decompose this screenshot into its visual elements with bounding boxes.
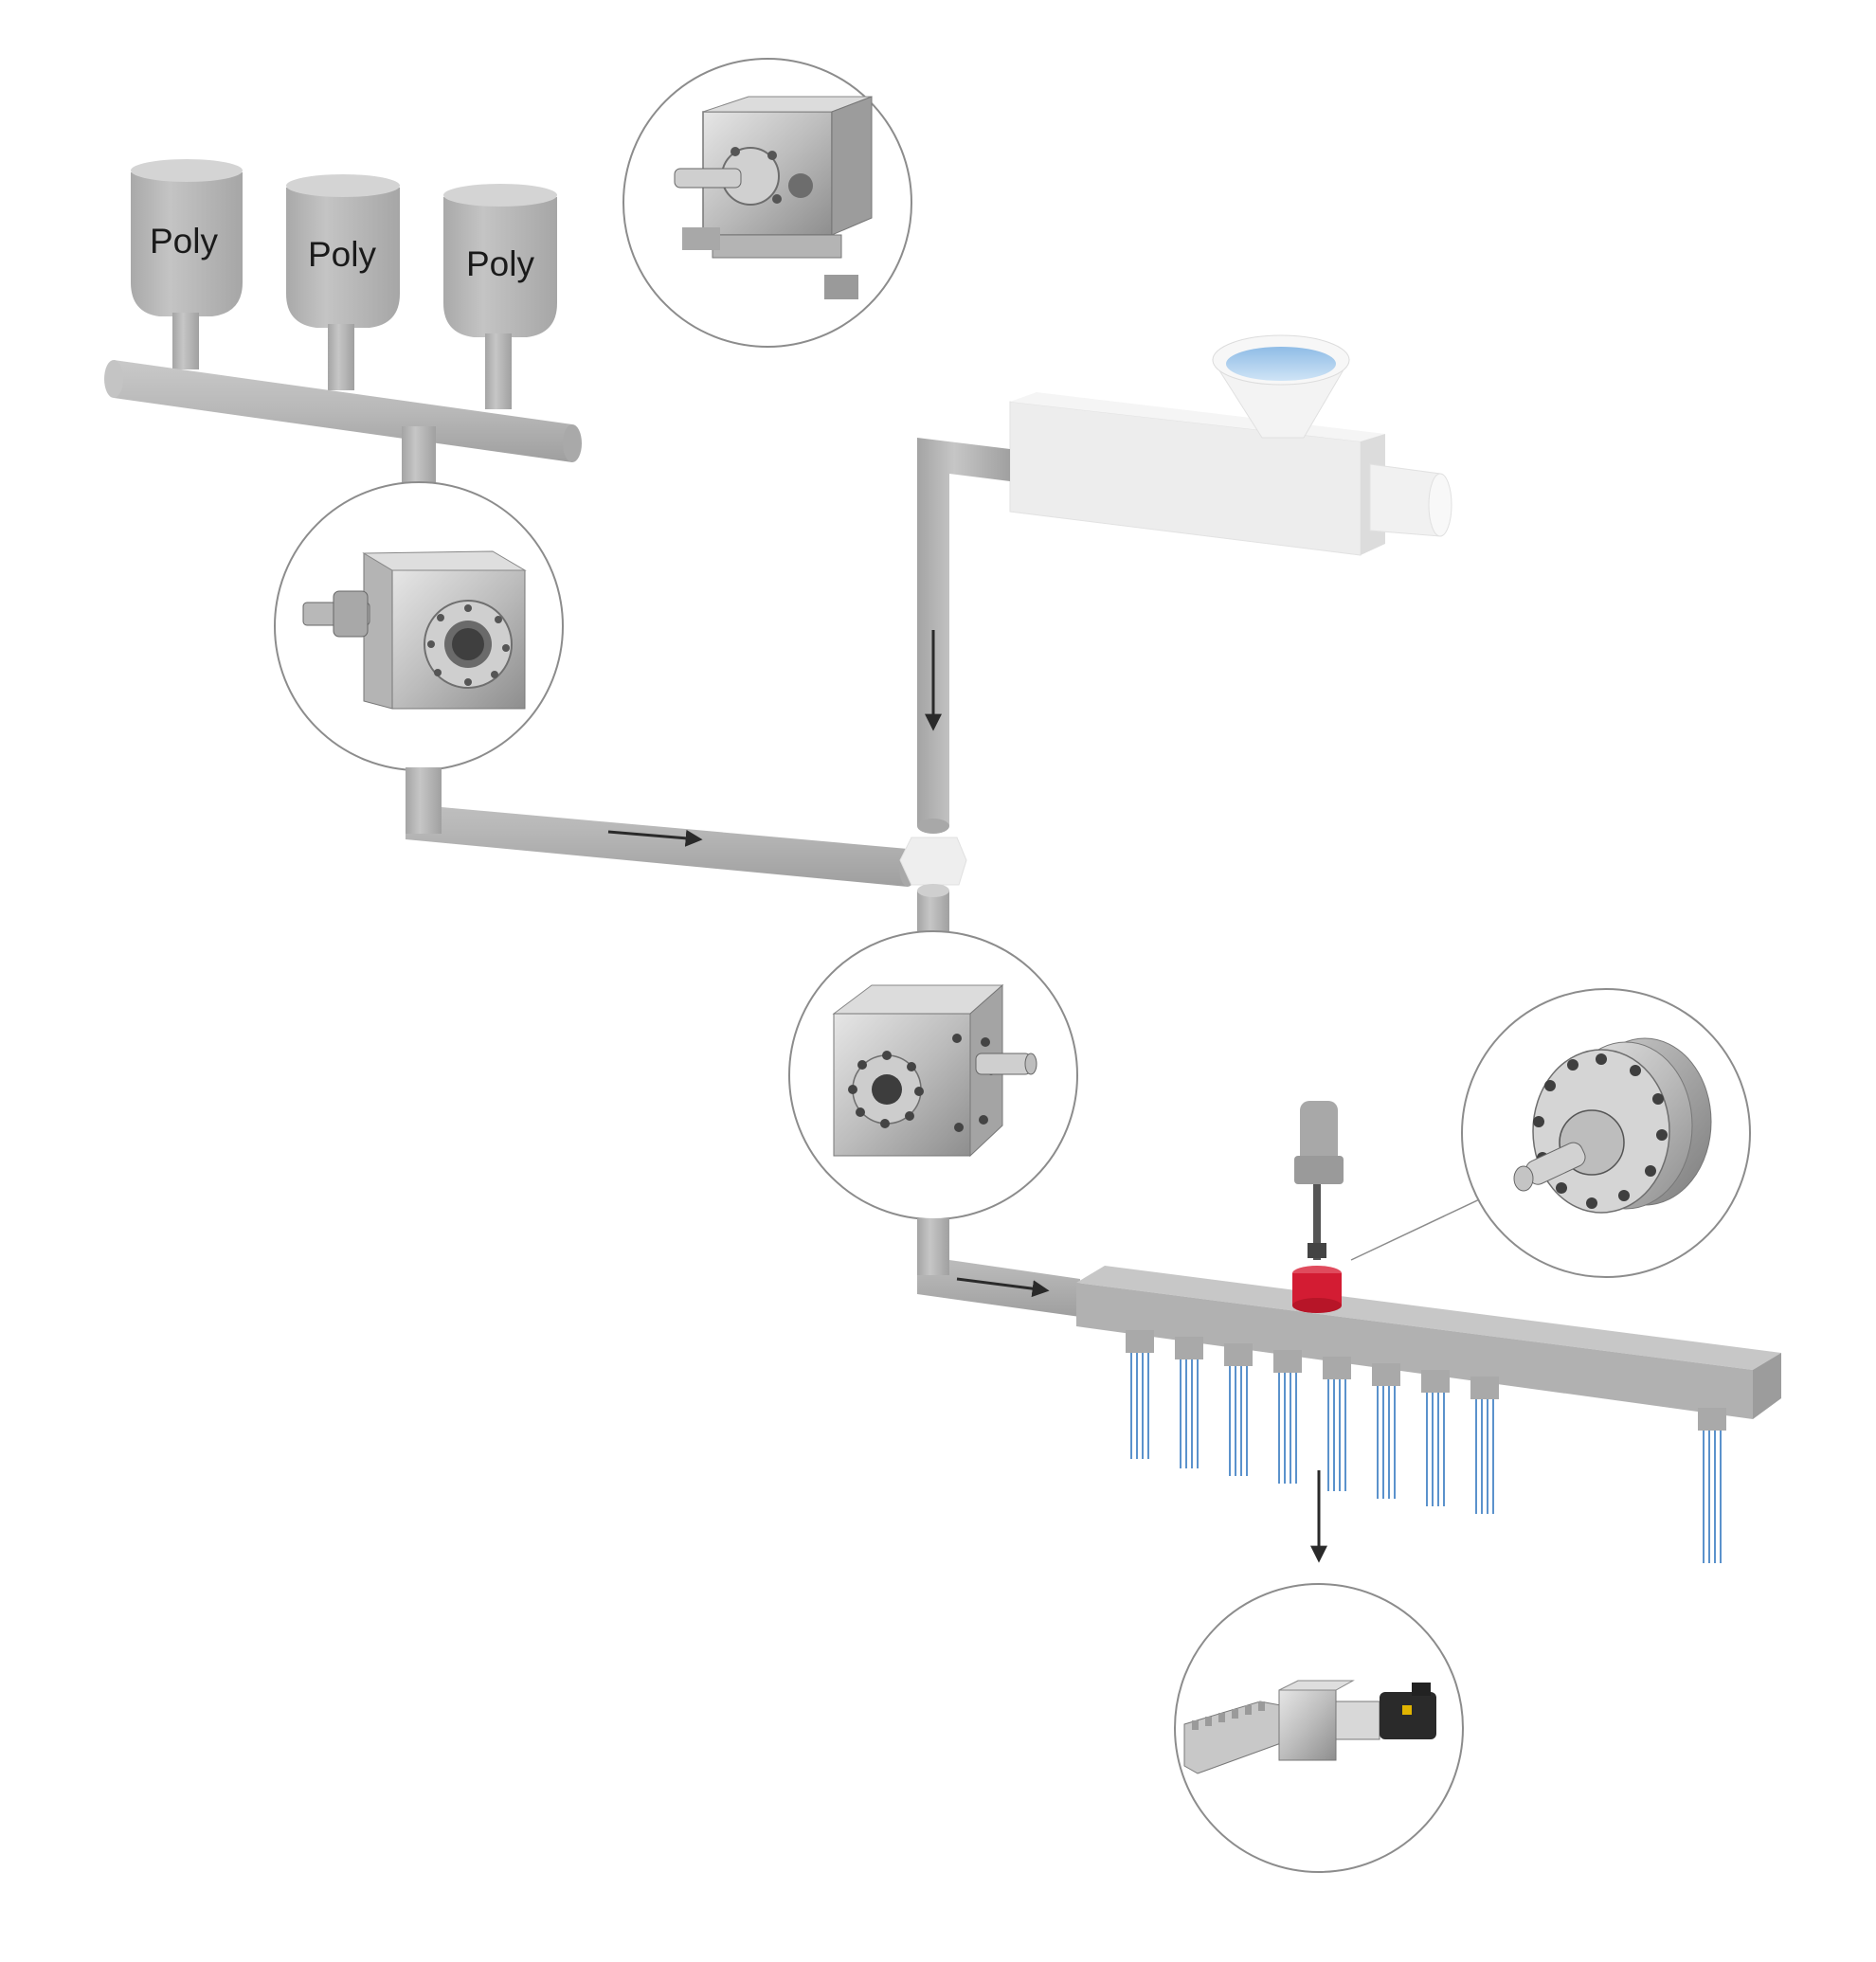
multi-stream-pump-circle: [1174, 1583, 1464, 1873]
junction: [899, 837, 967, 932]
spinneret: [1372, 1363, 1400, 1499]
spinning-pump-icon: [1513, 1037, 1712, 1214]
multi-stream-pump-icon: [1183, 1680, 1436, 1774]
feed-pipe-left: [406, 767, 916, 887]
spinnerets: [1126, 1330, 1726, 1563]
tank-label: Poly: [308, 235, 376, 274]
spin-pump-drive: [1292, 1101, 1344, 1313]
gear-pump-circle: [622, 58, 912, 348]
tank-1: Poly: [131, 159, 243, 369]
spinneret: [1421, 1370, 1450, 1506]
spin-beam: [1076, 1266, 1781, 1419]
tank-3: Poly: [443, 184, 557, 409]
metering-pump-icon: [832, 983, 1037, 1158]
callout-line: [1350, 1195, 1488, 1261]
extruder: [1009, 334, 1452, 556]
gear-pump-icon: [674, 96, 873, 299]
tank-2: Poly: [286, 174, 400, 390]
spinneret: [1273, 1350, 1302, 1484]
spinneret: [1698, 1408, 1726, 1563]
booster-pump-icon: [302, 550, 527, 710]
header-pipe: [104, 360, 582, 483]
feed-pipe-right: [917, 438, 1010, 834]
spinneret: [1323, 1357, 1351, 1491]
tank-label: Poly: [150, 222, 218, 261]
flow-arrow-icon: [607, 829, 703, 847]
feed-pipe-beam: [917, 1218, 1080, 1317]
spinneret: [1224, 1343, 1253, 1476]
spinneret: [1175, 1337, 1203, 1468]
spinning-pump-circle: [1461, 988, 1751, 1278]
spinneret: [1470, 1377, 1499, 1514]
tank-label: Poly: [466, 244, 534, 283]
flow-arrow-icon: [956, 1277, 1050, 1298]
spinneret: [1126, 1330, 1154, 1459]
metering-pump-circle: [788, 930, 1078, 1220]
hopper-icon: [1212, 334, 1350, 439]
booster-pump-circle: [274, 481, 564, 771]
